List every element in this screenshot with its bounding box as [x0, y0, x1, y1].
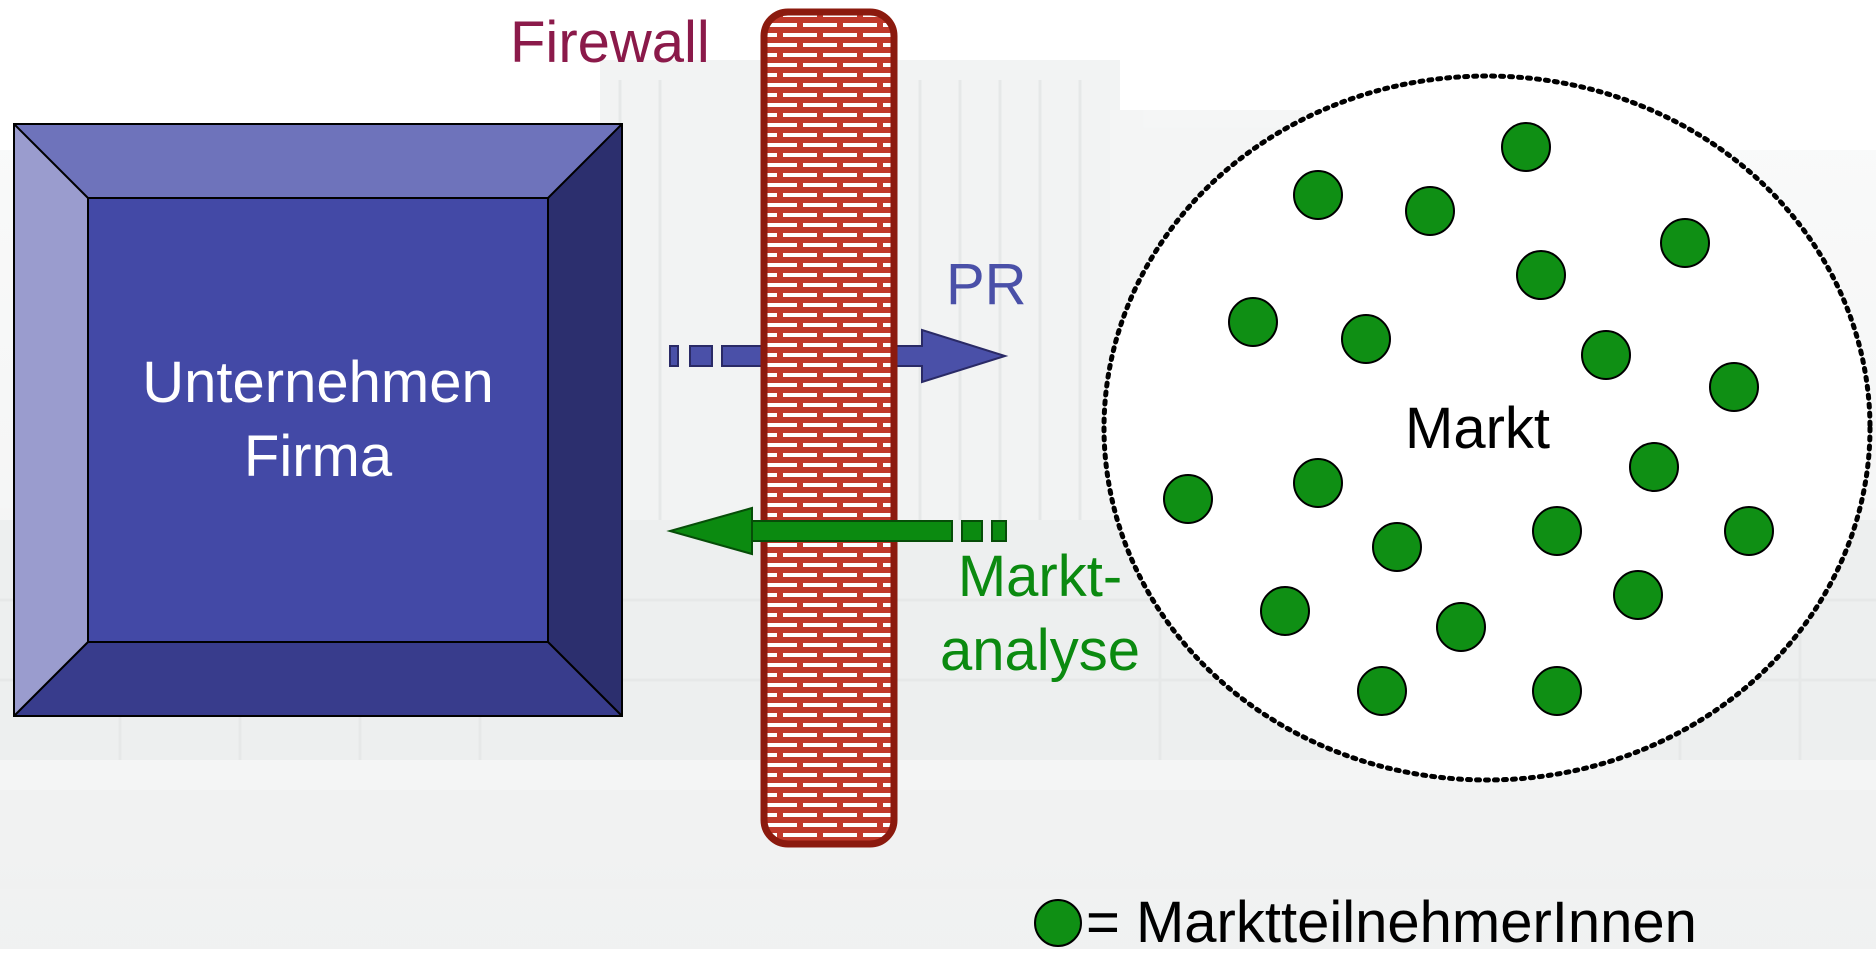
analysis-label-line-2: analyse [940, 618, 1140, 683]
legend: = MarktteilnehmerInnen [1034, 893, 1697, 953]
company-label: Unternehmen Firma [88, 346, 548, 494]
pr-label: PR [946, 252, 1027, 317]
market-participant-icon [1260, 586, 1310, 636]
company-label-line-2: Firma [243, 424, 393, 489]
company-bevel-top [14, 124, 622, 198]
company-bevel-left [14, 124, 88, 716]
analysis-arrow-body [666, 506, 953, 556]
market-participant-icon [1613, 570, 1663, 620]
company-front [88, 198, 548, 642]
analysis-arrow-dash-2 [991, 520, 1007, 542]
analysis-arrow-dash-1 [961, 520, 983, 542]
analysis-label: Markt- analyse [900, 540, 1180, 688]
market-participant-icon [1405, 186, 1455, 236]
market-participant-icon [1341, 314, 1391, 364]
analysis-arrow [666, 506, 1007, 556]
market-participant-icon [1724, 506, 1774, 556]
market-participant-icon [1228, 297, 1278, 347]
market-participant-icon [1581, 330, 1631, 380]
company-box [13, 123, 623, 717]
market-participant-icon [1629, 442, 1679, 492]
pr-arrow-dash-1 [669, 345, 679, 367]
company-label-line-1: Unternehmen [142, 350, 494, 415]
participant-group [1163, 122, 1774, 716]
market-participant-icon [1709, 362, 1759, 412]
firewall-wall [760, 8, 898, 848]
company-bevel-bottom [14, 642, 622, 716]
market-participant-icon [1532, 666, 1582, 716]
market-participant-icon [1293, 458, 1343, 508]
market-participant-icon [1436, 602, 1486, 652]
pr-arrow-dash-2 [689, 345, 713, 367]
market-participant-icon [1532, 506, 1582, 556]
market-participant-icon [1163, 474, 1213, 524]
market-participant-icon [1357, 666, 1407, 716]
market-participant-icon [1372, 522, 1422, 572]
legend-participant-icon [1034, 899, 1082, 947]
analysis-label-line-1: Markt- [957, 544, 1123, 609]
market-label: Markt [1405, 396, 1550, 461]
legend-text: = MarktteilnehmerInnen [1086, 890, 1697, 955]
market-participant-icon [1660, 218, 1710, 268]
market-participant-icon [1293, 170, 1343, 220]
market-participant-icon [1501, 122, 1551, 172]
firewall-label: Firewall [510, 10, 710, 75]
market-participant-icon [1516, 250, 1566, 300]
company-bevel-right [548, 124, 622, 716]
